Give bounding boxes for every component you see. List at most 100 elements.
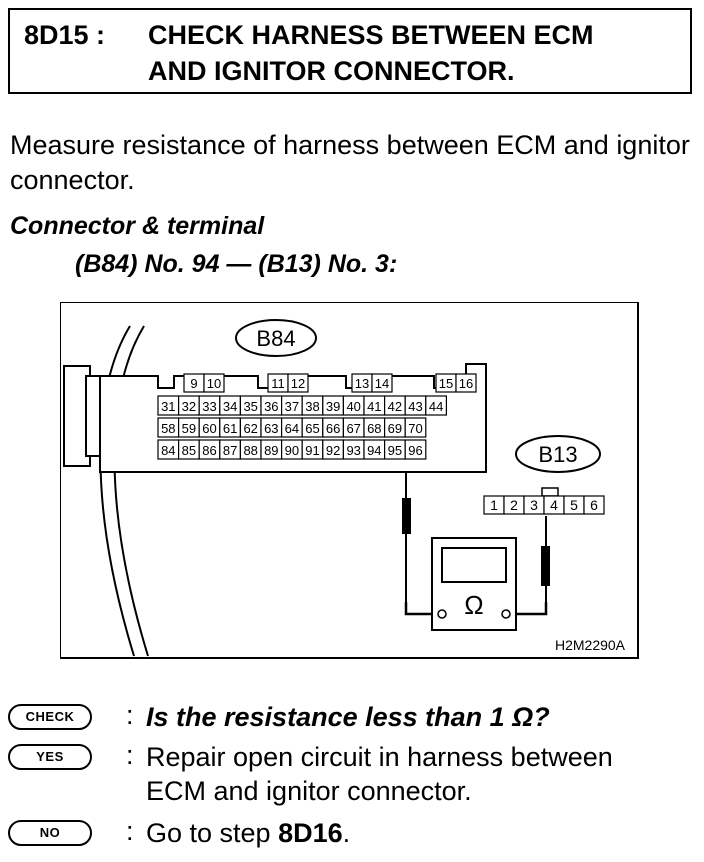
- pin-number: 34: [223, 399, 237, 414]
- connector-pin: 39: [322, 395, 344, 416]
- step-title-line2: AND IGNITOR CONNECTOR.: [148, 56, 515, 86]
- connector-pin: 95: [384, 439, 406, 460]
- check-colon: :: [126, 700, 134, 730]
- pin-number: 70: [408, 421, 422, 436]
- connector-pin: 91: [301, 439, 324, 460]
- pin-number: 40: [346, 399, 360, 414]
- pin-number: 92: [326, 443, 340, 458]
- pin-number: 36: [264, 399, 278, 414]
- connector-pin: 37: [281, 395, 303, 416]
- connector-pin: 1: [483, 495, 505, 515]
- no-answer-prefix: Go to step: [146, 818, 279, 848]
- connector-pin: 59: [177, 417, 200, 438]
- connector-pin: 65: [301, 417, 324, 438]
- connector-pin: 93: [342, 439, 365, 460]
- connector-pin: 41: [363, 395, 386, 416]
- ohm-symbol: Ω: [464, 590, 483, 620]
- connector-pin: 90: [281, 439, 303, 460]
- pin-number: 9: [190, 376, 197, 391]
- connector-pin: 38: [301, 395, 324, 416]
- b13-label-oval: [515, 435, 601, 473]
- connector-pin: 62: [239, 417, 262, 438]
- pin-number: 42: [388, 399, 402, 414]
- connector-pin: 15: [435, 373, 457, 393]
- pin-number: 13: [355, 376, 369, 391]
- pin-number: 14: [375, 376, 389, 391]
- pin-number: 69: [388, 421, 402, 436]
- connector-pin: 84: [157, 439, 180, 460]
- step-title-line1: CHECK HARNESS BETWEEN ECM: [148, 20, 594, 50]
- pin-number: 67: [346, 421, 360, 436]
- yes-answer-line2: ECM and ignitor connector.: [146, 776, 472, 806]
- connector-pin: 64: [281, 417, 303, 438]
- pin-number: 68: [367, 421, 381, 436]
- pin-number: 63: [264, 421, 278, 436]
- pin-number: 87: [223, 443, 237, 458]
- connector-pin: 31: [157, 395, 180, 416]
- pin-number: 95: [388, 443, 402, 458]
- connector-pin: 66: [322, 417, 344, 438]
- pin-number: 94: [367, 443, 381, 458]
- pin-number: 38: [305, 399, 319, 414]
- connector-spec: (B84) No. 94 — (B13) No. 3:: [75, 250, 398, 278]
- connector-pin: 70: [404, 417, 427, 438]
- no-colon: :: [126, 816, 134, 846]
- pin-number: 61: [223, 421, 237, 436]
- pin-number: 91: [305, 443, 319, 458]
- connector-pin: 86: [198, 439, 221, 460]
- pin-number: 58: [161, 421, 175, 436]
- connector-pin: 67: [342, 417, 365, 438]
- ohmmeter: Ω: [431, 537, 517, 631]
- next-step-link[interactable]: 8D16: [278, 818, 343, 848]
- pin-number: 44: [429, 399, 443, 414]
- pin-number: 96: [408, 443, 422, 458]
- pin-number: 65: [305, 421, 319, 436]
- step-code: 8D15 :: [24, 20, 106, 50]
- pin-number: 32: [182, 399, 196, 414]
- connector-pin: 12: [287, 373, 309, 393]
- connector-pin: 36: [260, 395, 283, 416]
- connector-pin: 13: [351, 373, 373, 393]
- connector-pin: 44: [425, 395, 447, 416]
- pin-number: 15: [439, 376, 453, 391]
- pin-number: 90: [285, 443, 299, 458]
- pin-number: 16: [459, 376, 473, 391]
- connector-pin: 4: [543, 495, 565, 515]
- pin-number: 4: [550, 497, 558, 513]
- connector-pin: 6: [583, 495, 605, 515]
- pin-number: 35: [243, 399, 257, 414]
- connector-pin: 58: [157, 417, 180, 438]
- ignitor-connector-latch: [541, 487, 559, 497]
- pin-number: 64: [285, 421, 299, 436]
- pin-number: 31: [161, 399, 175, 414]
- connector-pin: 43: [404, 395, 427, 416]
- pin-number: 2: [510, 497, 518, 513]
- check-question: Is the resistance less than 1 Ω?: [146, 702, 550, 732]
- pin-number: 62: [243, 421, 257, 436]
- connector-pin: 60: [198, 417, 221, 438]
- pin-number: 59: [182, 421, 196, 436]
- pin-number: 85: [182, 443, 196, 458]
- pin-number: 6: [590, 497, 598, 513]
- pin-number: 5: [570, 497, 578, 513]
- pin-number: 84: [161, 443, 175, 458]
- pin-number: 93: [346, 443, 360, 458]
- connector-heading: Connector & terminal: [10, 212, 265, 240]
- instruction-text: Measure resistance of harness between EC…: [10, 130, 690, 195]
- connector-pin: 87: [219, 439, 242, 460]
- pin-number: 41: [367, 399, 381, 414]
- connector-pin: 5: [563, 495, 585, 515]
- connector-pin: 11: [267, 373, 289, 393]
- no-answer-suffix: .: [342, 818, 351, 848]
- connector-pin: 88: [239, 439, 262, 460]
- step-header: 8D15 : CHECK HARNESS BETWEEN ECM AND IGN…: [8, 8, 692, 94]
- no-answer: Go to step 8D16.: [146, 816, 704, 850]
- pin-number: 39: [326, 399, 340, 414]
- pin-number: 66: [326, 421, 340, 436]
- connector-pin: 2: [503, 495, 525, 515]
